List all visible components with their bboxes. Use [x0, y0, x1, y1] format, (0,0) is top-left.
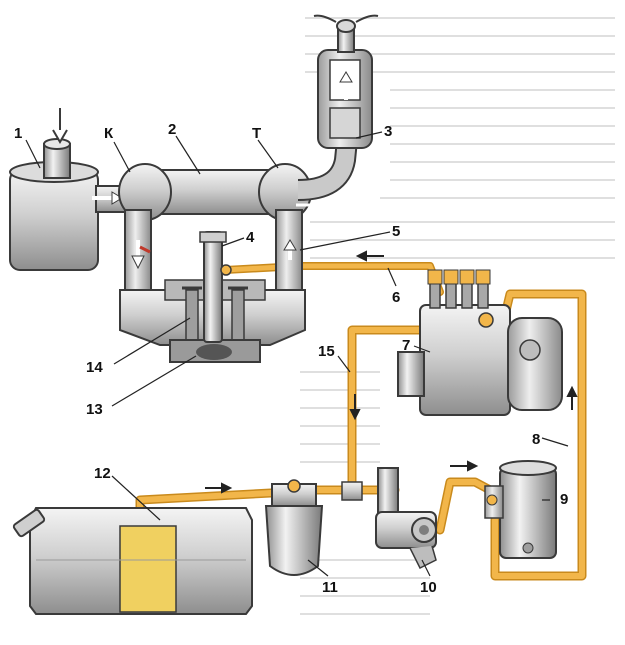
callout-3: 3 — [384, 123, 392, 140]
callout-t: Т — [252, 125, 261, 142]
callout-14: 14 — [86, 359, 103, 376]
callout-12: 12 — [94, 465, 111, 482]
callout-6: 6 — [392, 289, 400, 306]
callout-10: 10 — [420, 579, 437, 596]
callout-7: 7 — [402, 337, 410, 354]
flow-arrows — [205, 250, 578, 494]
callout-5: 5 — [392, 223, 400, 240]
fine-filter — [484, 460, 557, 559]
injection-pump — [397, 269, 563, 416]
callout-11: 11 — [322, 579, 338, 596]
callout-1: 1 — [14, 125, 22, 142]
callout-k: К — [104, 125, 114, 142]
silencer — [313, 14, 379, 149]
callout-13: 13 — [86, 401, 103, 418]
callouts: 1 К 2 Т 3 4 5 6 7 8 9 10 11 12 13 14 15 — [14, 121, 568, 596]
injector — [199, 231, 232, 343]
callout-4: 4 — [246, 229, 255, 246]
priming-pump — [375, 467, 437, 570]
manifold — [118, 128, 359, 316]
tee-fitting — [341, 481, 363, 501]
callout-9: 9 — [560, 491, 568, 508]
background-text-lines — [300, 17, 615, 615]
callout-2: 2 — [168, 121, 176, 138]
air-cleaner — [9, 108, 127, 271]
leader-lines — [25, 131, 569, 577]
coarse-filter — [264, 479, 324, 576]
callout-8: 8 — [532, 431, 540, 448]
fuel-tank — [12, 507, 253, 615]
callout-15: 15 — [318, 343, 335, 360]
